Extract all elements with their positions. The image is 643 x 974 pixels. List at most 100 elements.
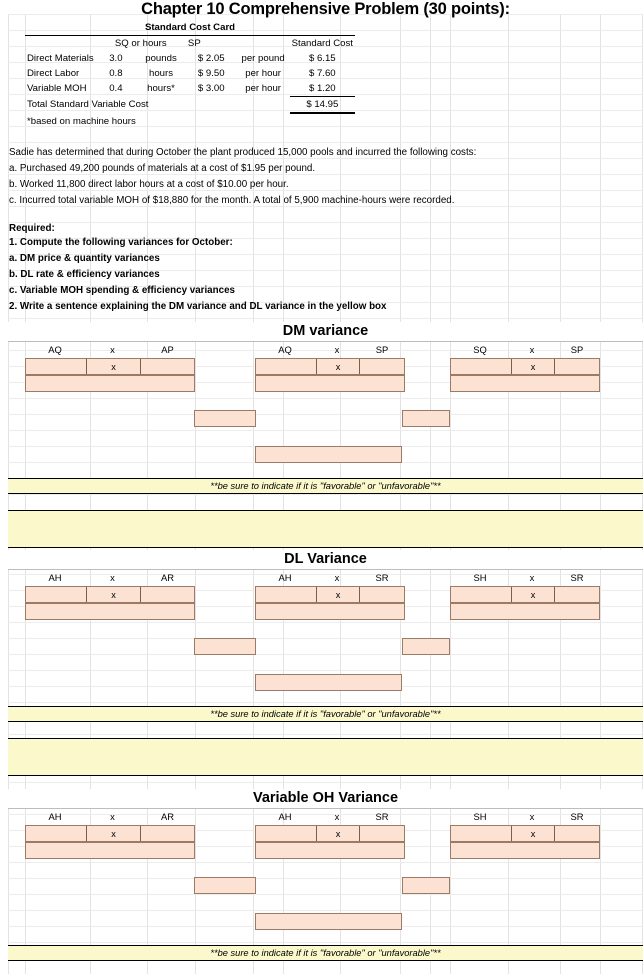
- scc-row-direct-materials: Direct Materials 3.0 pounds $ 2.05 per p…: [25, 51, 355, 66]
- variance-input-cell[interactable]: [555, 359, 601, 374]
- column-header-x: x: [334, 811, 340, 822]
- variance-product-cell-3[interactable]: [450, 375, 600, 392]
- gridline-horizontal: [8, 878, 643, 879]
- variance-product-cell-1[interactable]: [25, 603, 195, 620]
- variance-difference-cell-2[interactable]: [402, 410, 450, 427]
- variance-input-cell[interactable]: [360, 826, 406, 841]
- scc-label-dm: Direct Materials: [27, 53, 94, 64]
- variance-input-row-1[interactable]: x: [25, 358, 195, 375]
- scc-header-sq: SQ or hours: [114, 38, 167, 49]
- column-header-x: x: [110, 344, 115, 355]
- scc-sp-moh: $ 3.00: [197, 83, 225, 95]
- variance-input-cell[interactable]: [451, 359, 511, 374]
- gridline-horizontal: [8, 414, 643, 415]
- favorable-unfavorable-note: **be sure to indicate if it is "favorabl…: [8, 945, 643, 961]
- variance-difference-cell-1[interactable]: [194, 410, 256, 427]
- variance-difference-cell-2[interactable]: [402, 877, 450, 894]
- scc-header-sp: SP: [187, 38, 201, 49]
- favorable-unfavorable-note: **be sure to indicate if it is "favorabl…: [8, 478, 643, 494]
- variance-input-cell[interactable]: [451, 826, 511, 841]
- multiply-symbol[interactable]: x: [86, 826, 141, 841]
- variance-difference-cell-1[interactable]: [194, 638, 256, 655]
- column-header-sp: SP: [570, 344, 584, 355]
- variance-product-cell-2[interactable]: [255, 375, 405, 392]
- requirement-1a: a. DM price & quantity variances: [9, 253, 160, 264]
- multiply-symbol[interactable]: x: [316, 826, 360, 841]
- variance-difference-cell-1[interactable]: [194, 877, 256, 894]
- variance-input-row-3[interactable]: x: [450, 358, 600, 375]
- total-variance-cell[interactable]: [255, 674, 402, 691]
- scc-row-direct-labor: Direct Labor 0.8 hours $ 9.50 per hour $…: [25, 66, 355, 81]
- scc-sp-dl: $ 9.50: [197, 68, 225, 79]
- variance-input-cell[interactable]: [256, 826, 316, 841]
- total-variance-cell[interactable]: [255, 446, 402, 463]
- variance-input-row-3[interactable]: x: [450, 825, 600, 842]
- variance-input-row-1[interactable]: x: [25, 825, 195, 842]
- gridline-horizontal: [8, 734, 643, 735]
- variance-input-row-2[interactable]: x: [255, 358, 405, 375]
- column-header-x: x: [110, 811, 115, 822]
- variance-input-cell[interactable]: [360, 359, 406, 374]
- gridline-horizontal: [8, 318, 643, 319]
- variance-input-cell[interactable]: [555, 826, 601, 841]
- variance-input-row-2[interactable]: x: [255, 586, 405, 603]
- column-header-sh: SH: [473, 572, 487, 583]
- variance-input-cell[interactable]: [141, 359, 196, 374]
- variance-input-row-3[interactable]: x: [450, 586, 600, 603]
- column-header-sp: SP: [375, 344, 389, 355]
- variance-input-cell[interactable]: [256, 587, 316, 602]
- variance-input-cell[interactable]: [141, 826, 196, 841]
- variance-product-cell-3[interactable]: [450, 603, 600, 620]
- scc-std-moh: $ 1.20: [308, 83, 336, 94]
- scc-row-variable-moh: Variable MOH 0.4 hours* $ 3.00 per hour …: [25, 81, 355, 97]
- scc-unit-moh: hours*: [147, 83, 175, 95]
- variance-input-cell[interactable]: [360, 587, 406, 602]
- variance-input-row-1[interactable]: x: [25, 586, 195, 603]
- variance-product-cell-2[interactable]: [255, 842, 405, 859]
- variance-input-cell[interactable]: [26, 826, 86, 841]
- column-header-ah: AH: [48, 572, 62, 583]
- explanation-answer-box[interactable]: [8, 738, 643, 776]
- explanation-answer-box[interactable]: [8, 510, 643, 548]
- multiply-symbol[interactable]: x: [86, 359, 141, 374]
- variance-input-cell[interactable]: [256, 359, 316, 374]
- variance-product-cell-2[interactable]: [255, 603, 405, 620]
- scc-qty-moh: 0.4: [109, 83, 123, 95]
- column-header-x: x: [529, 572, 535, 583]
- gridline-horizontal: [8, 702, 643, 703]
- variance-input-cell[interactable]: [26, 359, 86, 374]
- variance-difference-cell-2[interactable]: [402, 638, 450, 655]
- multiply-symbol[interactable]: x: [316, 587, 360, 602]
- total-variance-cell[interactable]: [255, 913, 402, 930]
- multiply-symbol[interactable]: x: [511, 587, 555, 602]
- scc-std-dl: $ 7.60: [308, 68, 336, 79]
- section-heading-2: DL Variance: [8, 550, 643, 569]
- problem-item-b: b. Worked 11,800 direct labor hours at a…: [9, 179, 289, 190]
- column-header-x: x: [334, 572, 340, 583]
- gridline-horizontal: [8, 782, 643, 783]
- requirement-1: 1. Compute the following variances for O…: [9, 237, 233, 248]
- variance-input-cell[interactable]: [26, 587, 86, 602]
- variance-input-cell[interactable]: [141, 587, 196, 602]
- requirement-1b: b. DL rate & efficiency variances: [9, 269, 160, 280]
- variance-input-cell[interactable]: [555, 587, 601, 602]
- column-header-sr: SR: [570, 572, 584, 583]
- gridline-horizontal: [8, 430, 643, 431]
- required-label: Required:: [9, 223, 55, 234]
- variance-product-cell-1[interactable]: [25, 842, 195, 859]
- multiply-symbol[interactable]: x: [511, 359, 555, 374]
- multiply-symbol[interactable]: x: [511, 826, 555, 841]
- variance-product-cell-3[interactable]: [450, 842, 600, 859]
- column-header-ar: AR: [160, 811, 175, 822]
- column-header-sh: SH: [473, 811, 487, 822]
- variance-product-cell-1[interactable]: [25, 375, 195, 392]
- scc-total-row: Total Standard Variable Cost $ 14.95: [25, 96, 355, 114]
- gridline-horizontal: [8, 142, 643, 143]
- page-title: Chapter 10 Comprehensive Problem (30 poi…: [141, 0, 510, 18]
- multiply-symbol[interactable]: x: [316, 359, 360, 374]
- multiply-symbol[interactable]: x: [86, 587, 141, 602]
- section-heading-rule: [8, 341, 643, 342]
- scc-label-dl: Direct Labor: [27, 68, 80, 79]
- variance-input-cell[interactable]: [451, 587, 511, 602]
- variance-input-row-2[interactable]: x: [255, 825, 405, 842]
